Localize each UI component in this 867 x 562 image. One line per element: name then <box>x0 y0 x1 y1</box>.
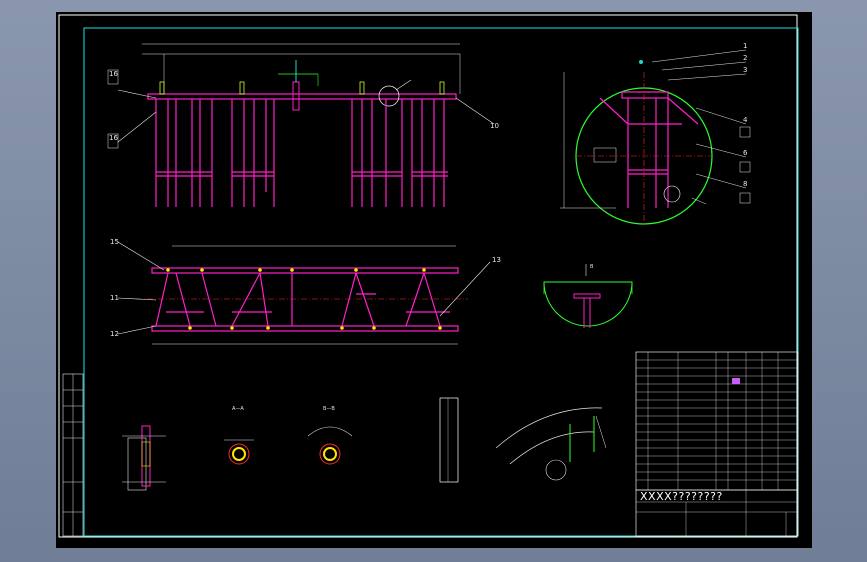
svg-text:1: 1 <box>743 42 747 50</box>
drawing-title: XXXX???????? <box>640 490 723 503</box>
svg-text:B—B: B—B <box>323 406 335 412</box>
detail-arc-segment <box>495 407 607 481</box>
svg-text:12: 12 <box>110 330 119 338</box>
detail-bracket <box>439 397 459 483</box>
svg-text:13: 13 <box>492 256 501 264</box>
svg-text:2: 2 <box>743 54 747 62</box>
section-b-b: B—B <box>307 406 353 465</box>
svg-text:8: 8 <box>743 180 747 188</box>
svg-text:11: 11 <box>110 294 119 302</box>
detail-b-view: B <box>543 264 633 328</box>
svg-text:16: 16 <box>109 70 118 78</box>
parts-list-table <box>635 351 799 491</box>
svg-text:16: 16 <box>109 134 118 142</box>
drawing-frame <box>83 27 799 537</box>
svg-text:15: 15 <box>110 238 119 246</box>
section-circle-view: 1 2 3 4 6 8 <box>560 42 751 226</box>
front-elevation-view: 16 16 10 <box>107 43 499 207</box>
left-margin-strip <box>62 373 84 537</box>
section-a-a: A—A <box>224 406 254 465</box>
svg-text:6: 6 <box>743 149 748 157</box>
detail-section-1 <box>122 425 166 491</box>
svg-text:B: B <box>590 264 594 270</box>
title-block: XXXX???????? <box>635 489 799 537</box>
svg-text:10: 10 <box>490 122 499 130</box>
svg-text:A—A: A—A <box>232 406 244 412</box>
svg-text:3: 3 <box>743 66 747 74</box>
drawing-canvas[interactable]: 16 16 10 1 2 3 4 6 8 <box>56 12 812 548</box>
svg-text:4: 4 <box>743 116 748 124</box>
sheet-border <box>58 14 798 538</box>
cad-viewport[interactable]: 16 16 10 1 2 3 4 6 8 <box>56 12 812 548</box>
truss-plan-view: 15 11 12 13 <box>110 238 501 345</box>
